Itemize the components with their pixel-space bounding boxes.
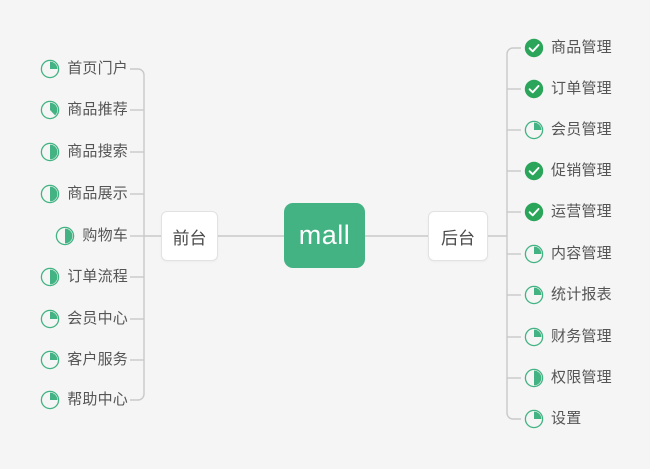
leaf-node-left-6[interactable]: 会员中心 — [40, 306, 128, 332]
leaf-node-label: 统计报表 — [551, 286, 612, 303]
pie-progress-icon — [40, 59, 60, 79]
check-circle-icon — [524, 202, 544, 222]
branch-node-frontend[interactable]: 前台 — [161, 211, 218, 261]
leaf-node-label: 客户服务 — [67, 351, 128, 368]
leaf-node-left-0[interactable]: 首页门户 — [40, 56, 128, 82]
leaf-node-label: 促销管理 — [551, 162, 612, 179]
pie-progress-icon — [40, 267, 60, 287]
leaf-node-right-8[interactable]: 权限管理 — [524, 365, 612, 391]
leaf-node-label: 商品推荐 — [67, 101, 128, 118]
check-circle-icon — [524, 161, 544, 181]
leaf-node-label: 商品展示 — [67, 185, 128, 202]
leaf-node-right-7[interactable]: 财务管理 — [524, 324, 612, 350]
leaf-node-right-2[interactable]: 会员管理 — [524, 117, 612, 143]
leaf-node-right-6[interactable]: 统计报表 — [524, 282, 612, 308]
pie-progress-icon — [40, 390, 60, 410]
leaf-node-label: 财务管理 — [551, 328, 612, 345]
pie-progress-icon — [40, 309, 60, 329]
pie-progress-icon — [56, 226, 75, 246]
leaf-node-left-1[interactable]: 商品推荐 — [40, 97, 128, 123]
pie-progress-icon — [40, 350, 60, 370]
branch-node-backend[interactable]: 后台 — [428, 211, 488, 261]
leaf-node-right-4[interactable]: 运营管理 — [524, 199, 612, 225]
leaf-node-label: 帮助中心 — [67, 391, 128, 408]
leaf-node-label: 商品搜索 — [67, 143, 128, 160]
leaf-node-label: 内容管理 — [551, 245, 612, 262]
root-node[interactable]: mall — [284, 203, 365, 268]
leaf-node-label: 首页门户 — [67, 60, 128, 77]
connector-path — [506, 47, 521, 420]
leaf-node-right-3[interactable]: 促销管理 — [524, 158, 612, 184]
leaf-node-right-0[interactable]: 商品管理 — [524, 35, 612, 61]
leaf-node-left-5[interactable]: 订单流程 — [40, 264, 128, 290]
pie-progress-icon — [40, 100, 60, 120]
leaf-node-label: 商品管理 — [551, 39, 612, 56]
leaf-node-label: 购物车 — [82, 227, 128, 244]
leaf-node-label: 会员管理 — [551, 121, 612, 138]
leaf-node-right-9[interactable]: 设置 — [524, 406, 581, 432]
leaf-node-label: 会员中心 — [67, 310, 128, 327]
check-circle-icon — [524, 79, 544, 99]
leaf-node-label: 订单流程 — [67, 268, 128, 285]
pie-progress-icon — [524, 120, 544, 140]
pie-progress-icon — [524, 244, 544, 264]
pie-progress-icon — [40, 184, 60, 204]
leaf-node-label: 运营管理 — [551, 203, 612, 220]
pie-progress-icon — [524, 368, 544, 388]
pie-progress-icon — [524, 409, 544, 429]
leaf-node-right-5[interactable]: 内容管理 — [524, 241, 612, 267]
leaf-node-left-2[interactable]: 商品搜索 — [40, 139, 128, 165]
leaf-node-right-1[interactable]: 订单管理 — [524, 76, 612, 102]
leaf-node-left-7[interactable]: 客户服务 — [40, 347, 128, 373]
leaf-node-label: 订单管理 — [551, 80, 612, 97]
leaf-node-left-3[interactable]: 商品展示 — [40, 181, 128, 207]
pie-progress-icon — [524, 285, 544, 305]
leaf-node-left-4[interactable]: 购物车 — [55, 223, 128, 249]
leaf-node-label: 权限管理 — [551, 369, 612, 386]
leaf-node-left-8[interactable]: 帮助中心 — [40, 387, 128, 413]
pie-progress-icon — [524, 327, 544, 347]
check-circle-icon — [524, 38, 544, 58]
leaf-node-label: 设置 — [551, 410, 582, 427]
pie-progress-icon — [40, 142, 60, 162]
connector-path — [130, 68, 145, 401]
